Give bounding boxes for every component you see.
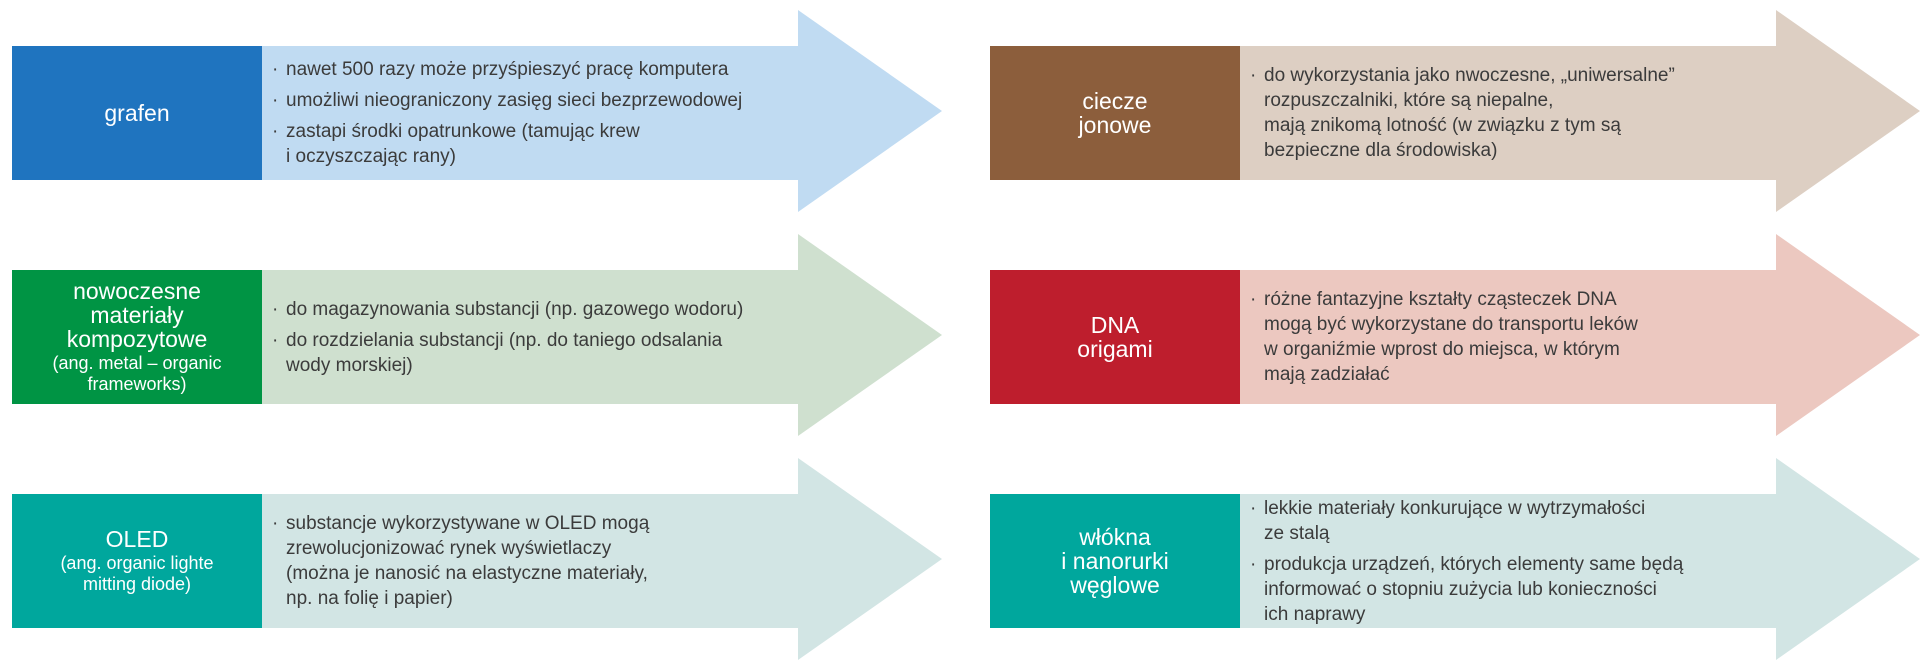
label-box: włókna i nanorurki węglowe: [990, 494, 1240, 628]
bullet-item: zastapi środki opatrunkowe (tamując krew…: [272, 119, 872, 169]
bullet-list: do wykorzystania jako nwoczesne, „uniwer…: [1250, 46, 1850, 180]
bullet-list: do magazynowania substancji (np. gazoweg…: [272, 270, 872, 404]
bullet-list: lekkie materiały konkurujące w wytrzymał…: [1250, 494, 1850, 628]
arrow-grafen: grafen nawet 500 razy może przyśpieszyć …: [12, 10, 942, 212]
bullet-item: różne fantazyjne kształty cząsteczek DNA…: [1250, 287, 1850, 387]
bullet-item: produkcja urządzeń, których elementy sam…: [1250, 552, 1850, 627]
bullet-list: nawet 500 razy może przyśpieszyć pracę k…: [272, 46, 872, 180]
bullet-item: do magazynowania substancji (np. gazoweg…: [272, 297, 872, 322]
arrow-dna-origami: DNA origami różne fantazyjne kształty cz…: [990, 234, 1920, 436]
label-box: OLED (ang. organic lighte mitting diode): [12, 494, 262, 628]
bullet-item: umożliwi nieograniczony zasięg sieci bez…: [272, 88, 872, 113]
arrow-wlokna-nanorurki: włókna i nanorurki węglowe lekkie materi…: [990, 458, 1920, 660]
label-box: nowoczesne materiały kompozytowe (ang. m…: [12, 270, 262, 404]
label-title: ciecze jonowe: [1078, 88, 1152, 138]
label-box: ciecze jonowe: [990, 46, 1240, 180]
arrow-oled: OLED (ang. organic lighte mitting diode)…: [12, 458, 942, 660]
bullet-item: substancje wykorzystywane w OLED mogą zr…: [272, 511, 872, 611]
label-box: grafen: [12, 46, 262, 180]
arrow-ciecze-jonowe: ciecze jonowe do wykorzystania jako nwoc…: [990, 10, 1920, 212]
bullet-item: do rozdzielania substancji (np. do tanie…: [272, 328, 872, 378]
bullet-item: nawet 500 razy może przyśpieszyć pracę k…: [272, 57, 872, 82]
label-title: włókna i nanorurki węglowe: [1061, 524, 1169, 598]
bullet-item: lekkie materiały konkurujące w wytrzymał…: [1250, 496, 1850, 546]
bullet-item: do wykorzystania jako nwoczesne, „uniwer…: [1250, 63, 1850, 163]
label-title: OLED: [105, 526, 169, 552]
bullet-list: różne fantazyjne kształty cząsteczek DNA…: [1250, 270, 1850, 404]
label-subtitle: (ang. metal – organic frameworks): [52, 353, 222, 394]
label-title: nowoczesne materiały kompozytowe: [66, 278, 208, 352]
bullet-list: substancje wykorzystywane w OLED mogą zr…: [272, 494, 872, 628]
label-title: DNA origami: [1077, 312, 1153, 362]
arrow-materialy-kompozytowe: nowoczesne materiały kompozytowe (ang. m…: [12, 234, 942, 436]
label-subtitle: (ang. organic lighte mitting diode): [60, 553, 214, 594]
label-box: DNA origami: [990, 270, 1240, 404]
label-title: grafen: [104, 100, 170, 126]
